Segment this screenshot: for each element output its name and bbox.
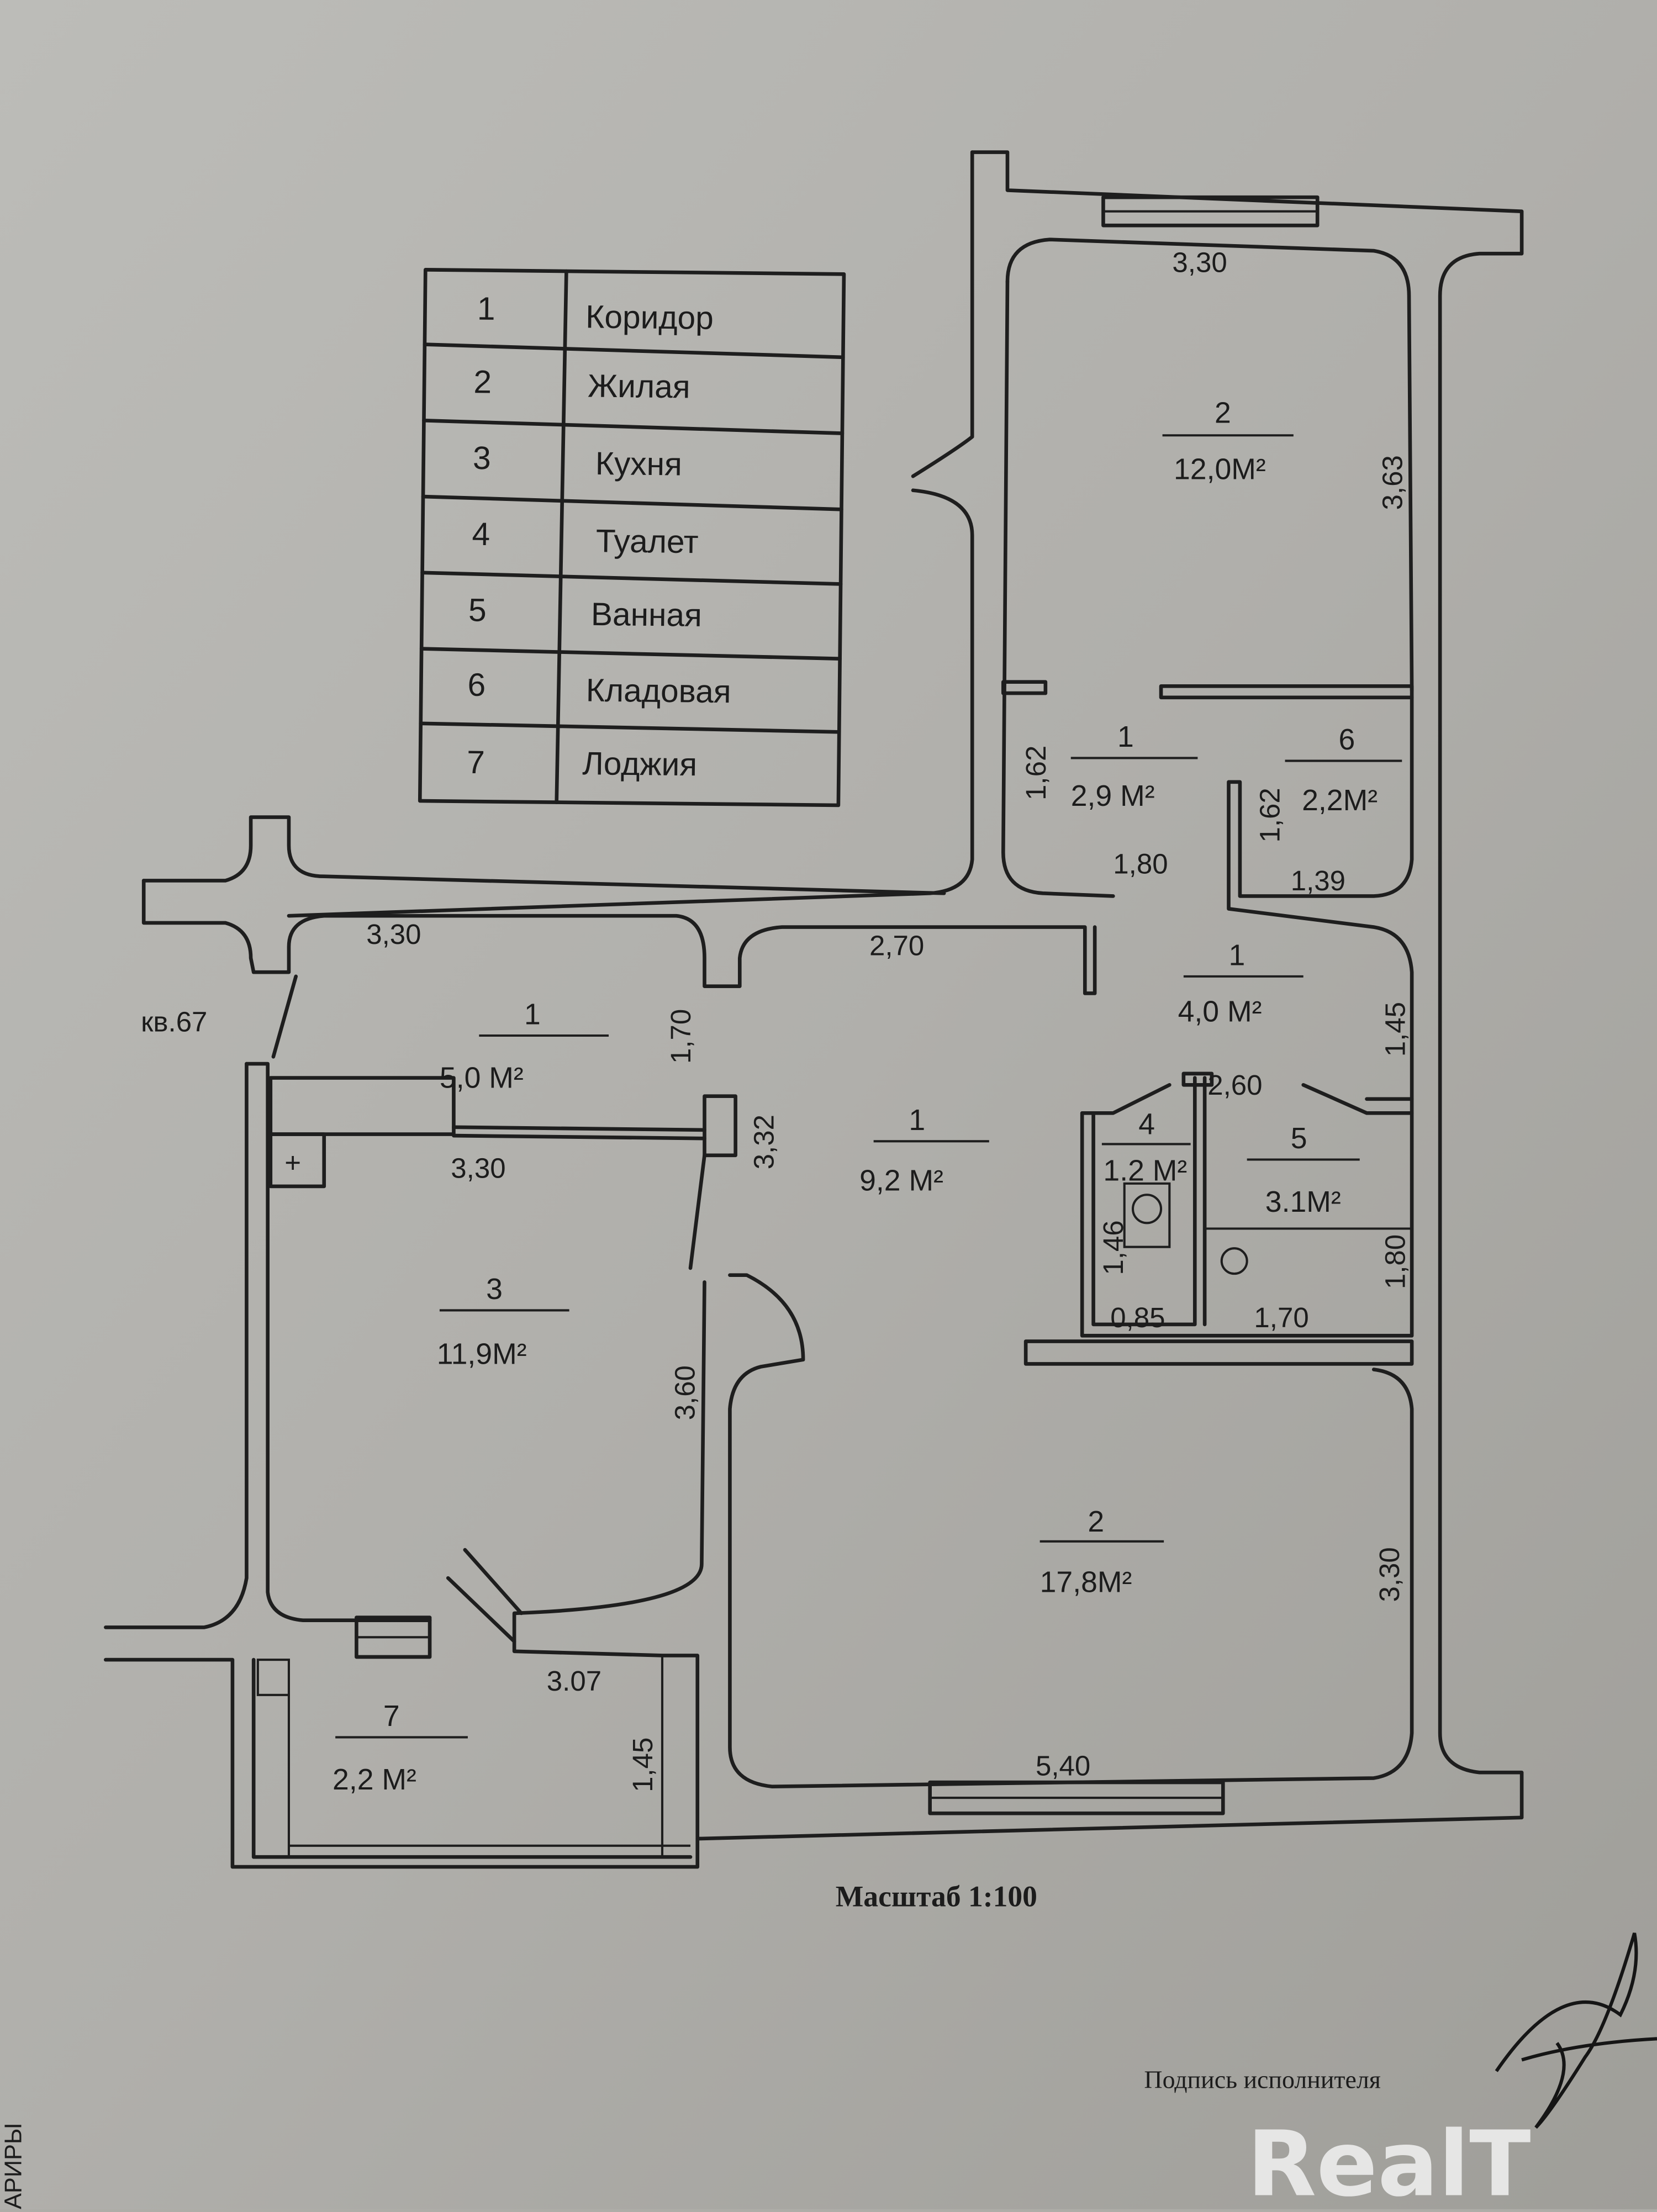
dimension: 1,39 (1291, 865, 1345, 896)
room-label-bedroom-upper: 2 12,0М² (1162, 397, 1294, 485)
room-number: 7 (383, 1700, 400, 1733)
dimension: 2,70 (869, 930, 924, 962)
legend-num: 2 (473, 364, 492, 400)
dimension: 3,32 (748, 1115, 780, 1169)
room-number: 4 (1138, 1108, 1155, 1141)
legend-name: Жилая (588, 368, 690, 405)
dimension: 3.07 (547, 1665, 601, 1697)
room-label-corridor-upper: 1 2,9 М² (1070, 721, 1198, 812)
dimension: 3,30 (1172, 246, 1227, 278)
dimension: 3,30 (366, 918, 421, 950)
room-label-kitchen: 3 11,9М² (437, 1273, 569, 1370)
bathtub-drain-icon (1220, 1247, 1248, 1275)
legend-row: 1 Коридор (477, 291, 714, 336)
room-label-living: 2 17,8М² (1039, 1506, 1164, 1599)
room-label-hall: 1 9,2 М² (859, 1104, 989, 1197)
room-area: 3.1М² (1265, 1186, 1341, 1218)
legend-num: 7 (467, 745, 485, 780)
legend-num: 5 (468, 592, 487, 628)
room-area: 17,8М² (1040, 1566, 1132, 1599)
dimension: 1,45 (1379, 1002, 1411, 1057)
room-number: 1 (1117, 721, 1134, 753)
legend-num: 4 (472, 516, 490, 552)
signature-caption: Подпись исполнителя (1144, 2066, 1380, 2094)
walls: + (104, 150, 1524, 1869)
legend-row: 2 Жилая (473, 364, 690, 405)
legend-row: 5 Ванная (468, 592, 703, 633)
dimension: 1,70 (665, 1009, 696, 1064)
legend-row: 3 Кухня (473, 440, 683, 483)
room-area: 9,2 М² (859, 1165, 943, 1197)
dimension: 1,80 (1379, 1234, 1411, 1289)
room-number: 2 (1088, 1506, 1104, 1538)
legend-name: Ванная (591, 596, 703, 633)
side-edge-text: АРИРЫ (0, 2123, 27, 2209)
room-number: 5 (1291, 1122, 1307, 1155)
legend-name: Кладовая (585, 673, 731, 710)
room-number: 3 (486, 1273, 503, 1306)
room-number: 2 (1215, 397, 1231, 429)
room-number: 1 (909, 1104, 925, 1137)
signature-scribble (1495, 1933, 1657, 2129)
dimension: 2,60 (1207, 1069, 1262, 1101)
room-area: 5,0 М² (440, 1062, 524, 1094)
room-area: 11,9М² (437, 1338, 527, 1370)
dimension: 3,30 (1374, 1547, 1405, 1602)
room-label-loggia: 7 2,2 М² (333, 1700, 468, 1796)
room-number: 1 (1228, 939, 1245, 972)
outlet-plus-icon: + (284, 1147, 301, 1178)
legend-name: Кухня (595, 446, 683, 483)
neighbor-apartment-label: кв.67 (141, 1006, 207, 1037)
legend-name: Лоджия (582, 746, 697, 783)
scale-label: Масштаб 1:100 (836, 1880, 1037, 1913)
legend-num: 6 (467, 667, 486, 703)
room-label-toilet: 4 1.2 М² (1101, 1108, 1191, 1187)
dimension: 5,40 (1036, 1750, 1090, 1781)
room-number: 6 (1338, 724, 1355, 756)
dimension: 3,63 (1376, 455, 1408, 510)
dimension: 1,70 (1254, 1302, 1308, 1333)
dimension: 0,85 (1110, 1302, 1165, 1333)
legend-row: 4 Туалет (472, 516, 699, 560)
room-area: 12,0М² (1174, 453, 1266, 485)
room-area: 2,9 М² (1071, 780, 1155, 812)
room-label-storage: 6 2,2М² (1285, 724, 1402, 817)
dimension: 1,80 (1113, 848, 1168, 880)
dimension: 3,60 (669, 1365, 701, 1420)
legend-name: Коридор (585, 299, 714, 336)
dimension: 3,30 (451, 1153, 505, 1184)
legend-row: 7 Лоджия (467, 745, 698, 783)
room-number: 1 (524, 999, 541, 1031)
room-area: 4,0 М² (1178, 995, 1262, 1028)
room-label-corridor-left: 1 5,0 М² (440, 999, 609, 1094)
room-label-corridor-mid: 1 4,0 М² (1178, 939, 1304, 1028)
dimension: 1,62 (1020, 746, 1052, 800)
room-area: 2,2М² (1302, 784, 1378, 817)
room-area: 1.2 М² (1103, 1155, 1187, 1187)
legend-num: 1 (477, 291, 495, 327)
room-label-bath: 5 3.1М² (1247, 1122, 1360, 1218)
toilet-icon (1123, 1182, 1171, 1248)
room-legend-table: 1 Коридор 2 Жилая 3 Кухня 4 Туалет 5 Ванная 6… (418, 268, 846, 807)
legend-row: 6 Кладовая (467, 667, 731, 710)
legend-num: 3 (473, 440, 491, 476)
legend-name: Туалет (596, 523, 699, 560)
dimension: 1,45 (627, 1738, 658, 1792)
realt-watermark: RealT (1247, 2111, 1531, 2209)
dimension-labels: 3,30 3,63 1,62 1,62 1,80 1,39 1,45 2,60 … (366, 246, 1411, 1792)
dimension: 1,46 (1097, 1220, 1129, 1275)
room-area: 2,2 М² (333, 1764, 416, 1796)
dimension: 1,62 (1254, 788, 1285, 842)
